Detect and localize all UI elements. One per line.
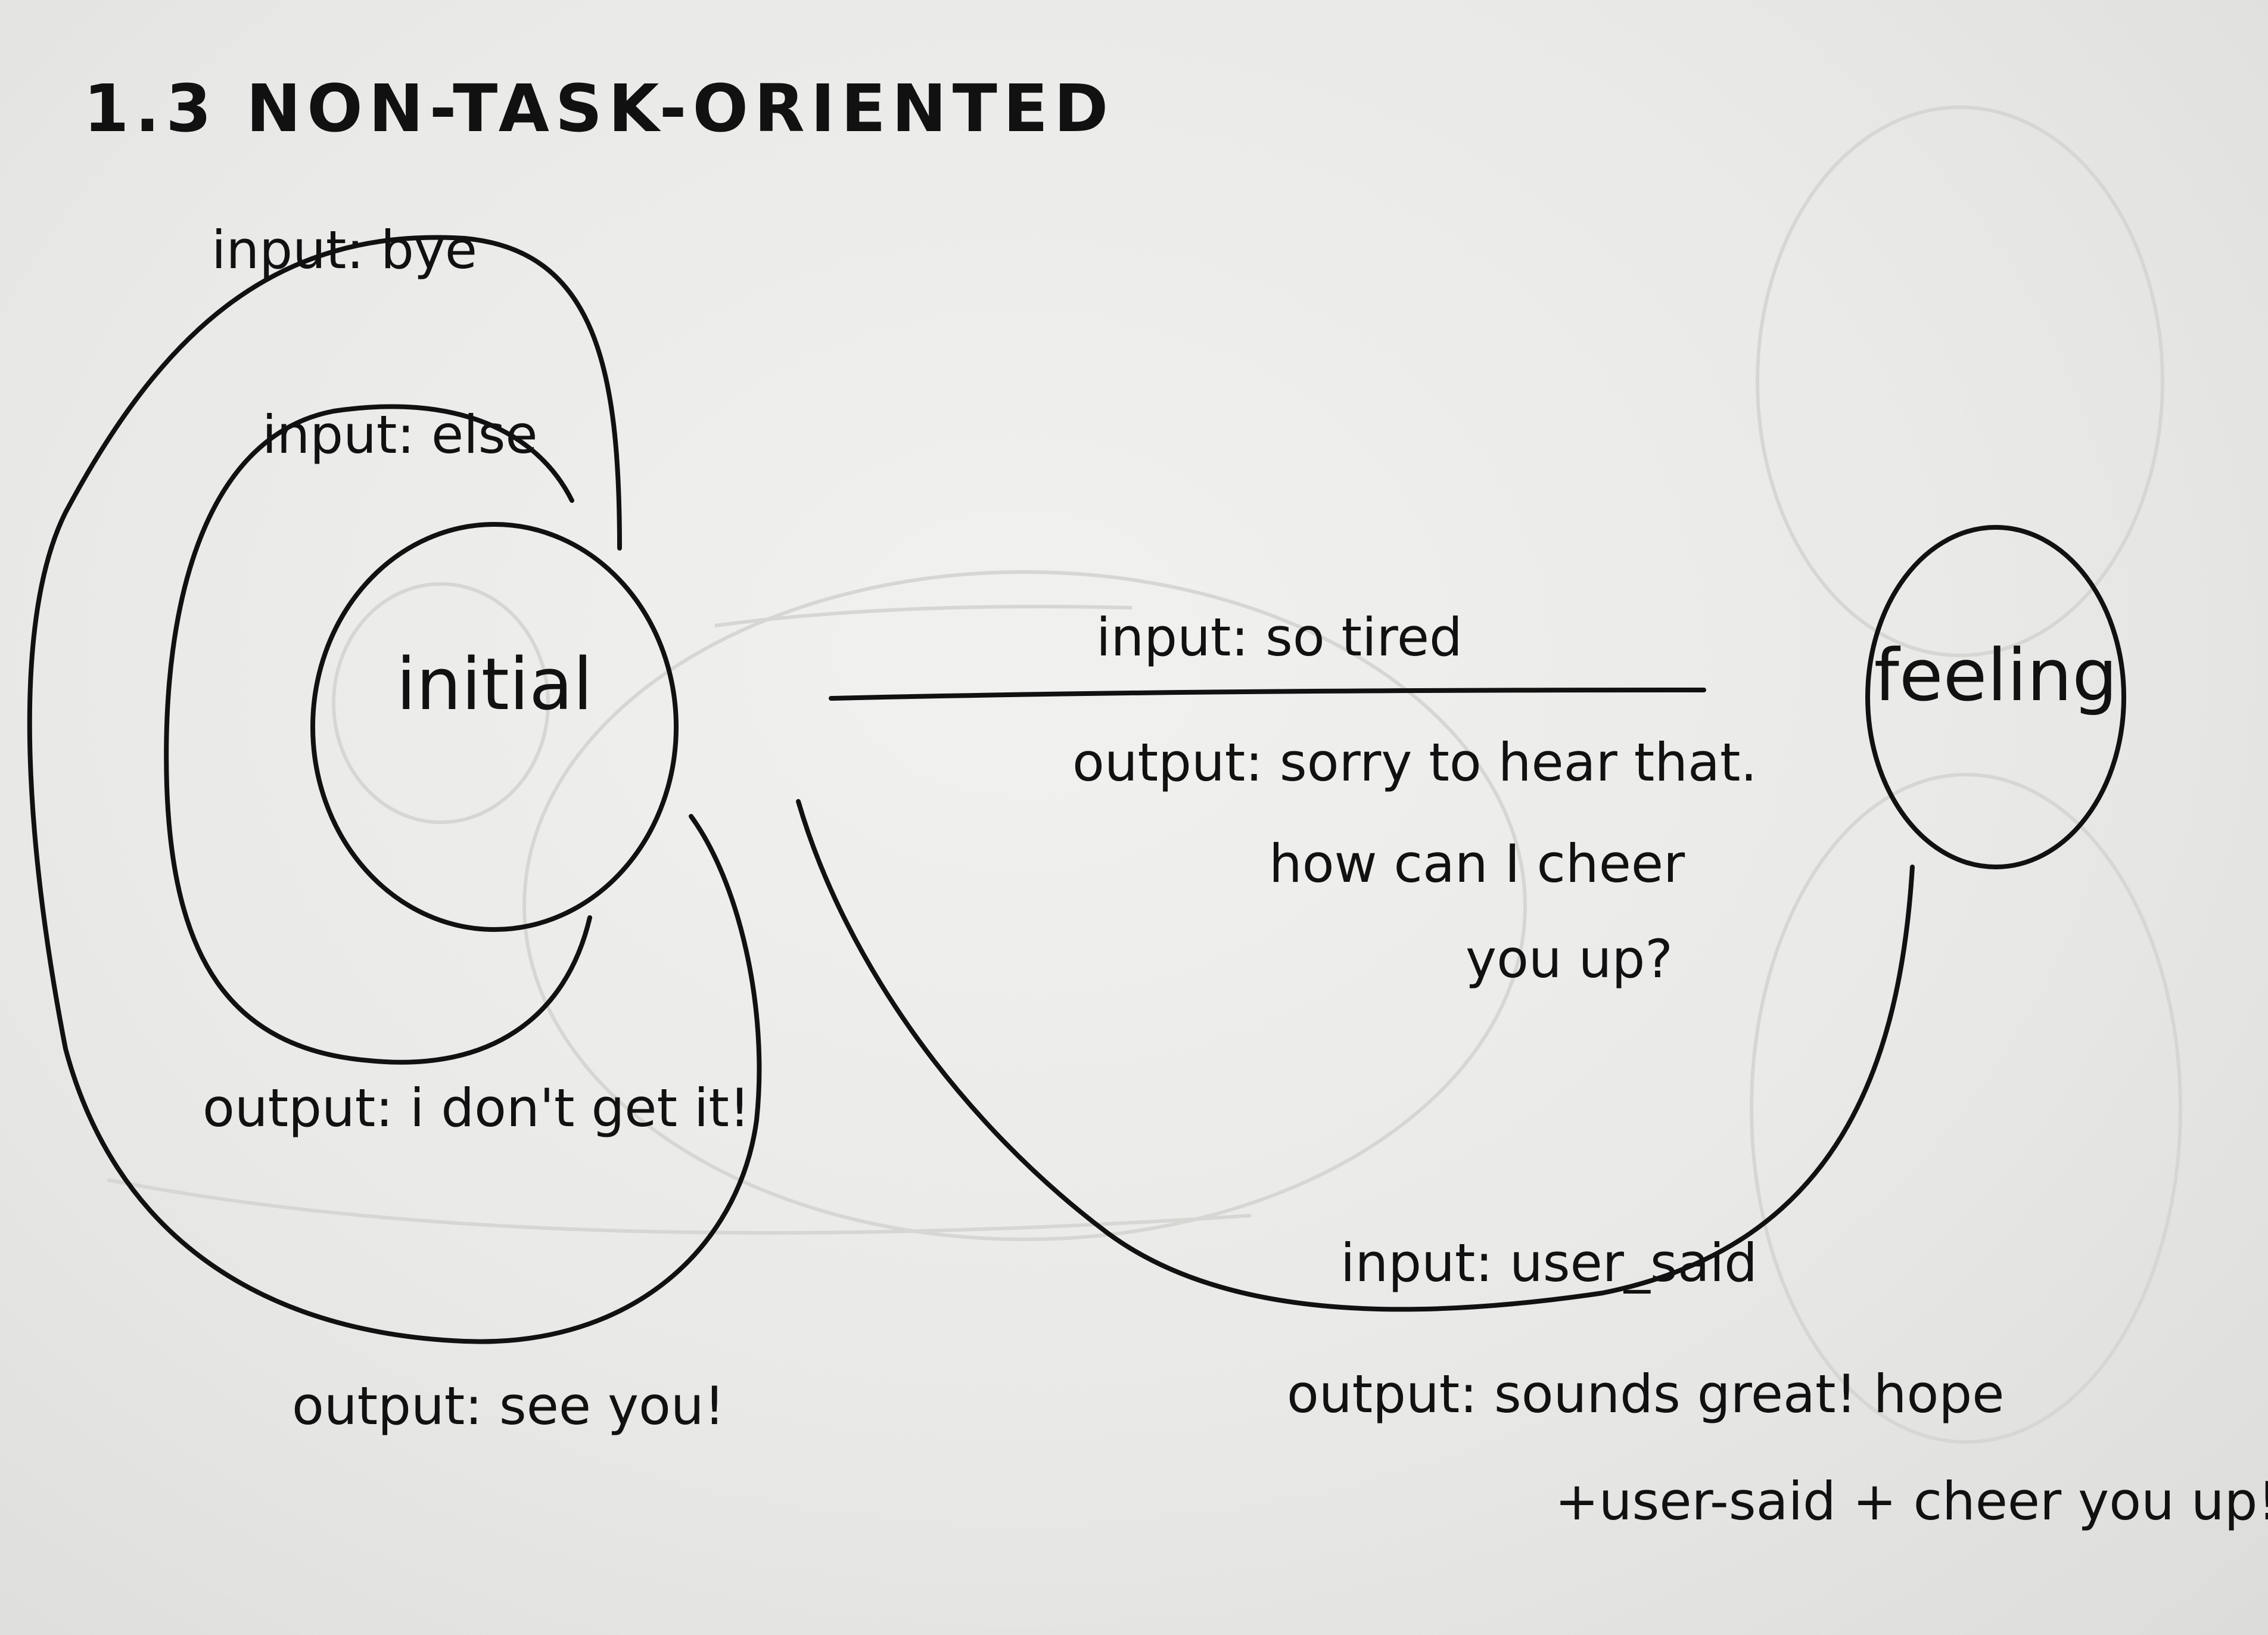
transition-else-arrow bbox=[164, 404, 592, 1065]
state-feeling-circle bbox=[1865, 525, 2126, 869]
state-initial-label: initial bbox=[396, 644, 593, 726]
transition-so-tired-output-line2: how can I cheer bbox=[1269, 833, 1685, 894]
transition-else: input: else output: i don't get it! bbox=[164, 404, 750, 1139]
transition-so-tired-arrow bbox=[829, 687, 1706, 701]
transition-so-tired-input: input: so tired bbox=[1096, 607, 1463, 668]
transition-bye-output: output: see you! bbox=[292, 1375, 725, 1437]
ghost-circle-bottom-right bbox=[1750, 773, 2182, 1444]
state-feeling-label: feeling bbox=[1874, 635, 2118, 717]
transition-bye-arrow bbox=[27, 235, 762, 1344]
transition-else-input: input: else bbox=[262, 404, 538, 465]
state-initial-circle bbox=[310, 522, 679, 932]
state-feeling: feeling bbox=[1865, 525, 2126, 869]
ghost-circle-middle bbox=[522, 570, 1527, 1241]
transition-user-said-output-line1: output: sounds great! hope bbox=[1287, 1363, 2004, 1425]
transition-user-said-input: input: user_said bbox=[1340, 1232, 1757, 1294]
transition-user-said-arrow bbox=[796, 799, 1915, 1312]
state-initial: initial bbox=[310, 522, 679, 932]
ghost-circle-top-right bbox=[1756, 105, 2164, 657]
transition-so-tired-output-line3: you up? bbox=[1466, 928, 1673, 990]
ghost-line-bottom bbox=[107, 1178, 1252, 1235]
transition-so-tired: input: so tired output: sorry to hear th… bbox=[829, 607, 1757, 990]
transition-else-output: output: i don't get it! bbox=[203, 1077, 750, 1139]
bleed-through-marks bbox=[107, 105, 2182, 1444]
transition-so-tired-output-line1: output: sorry to hear that. bbox=[1072, 732, 1757, 793]
ghost-arrow-middle bbox=[714, 605, 1133, 627]
ghost-circle-left bbox=[332, 582, 550, 824]
diagram-title: 1.3 NON-TASK-ORIENTED bbox=[83, 70, 1114, 147]
transition-user-said-output-line2: +user-said + cheer you up! bbox=[1555, 1471, 2268, 1532]
transition-bye-input: input: bye bbox=[211, 219, 477, 281]
transition-user-said: input: user_said output: sounds great! h… bbox=[796, 799, 2268, 1532]
transition-bye: input: bye output: see you! bbox=[27, 219, 762, 1437]
